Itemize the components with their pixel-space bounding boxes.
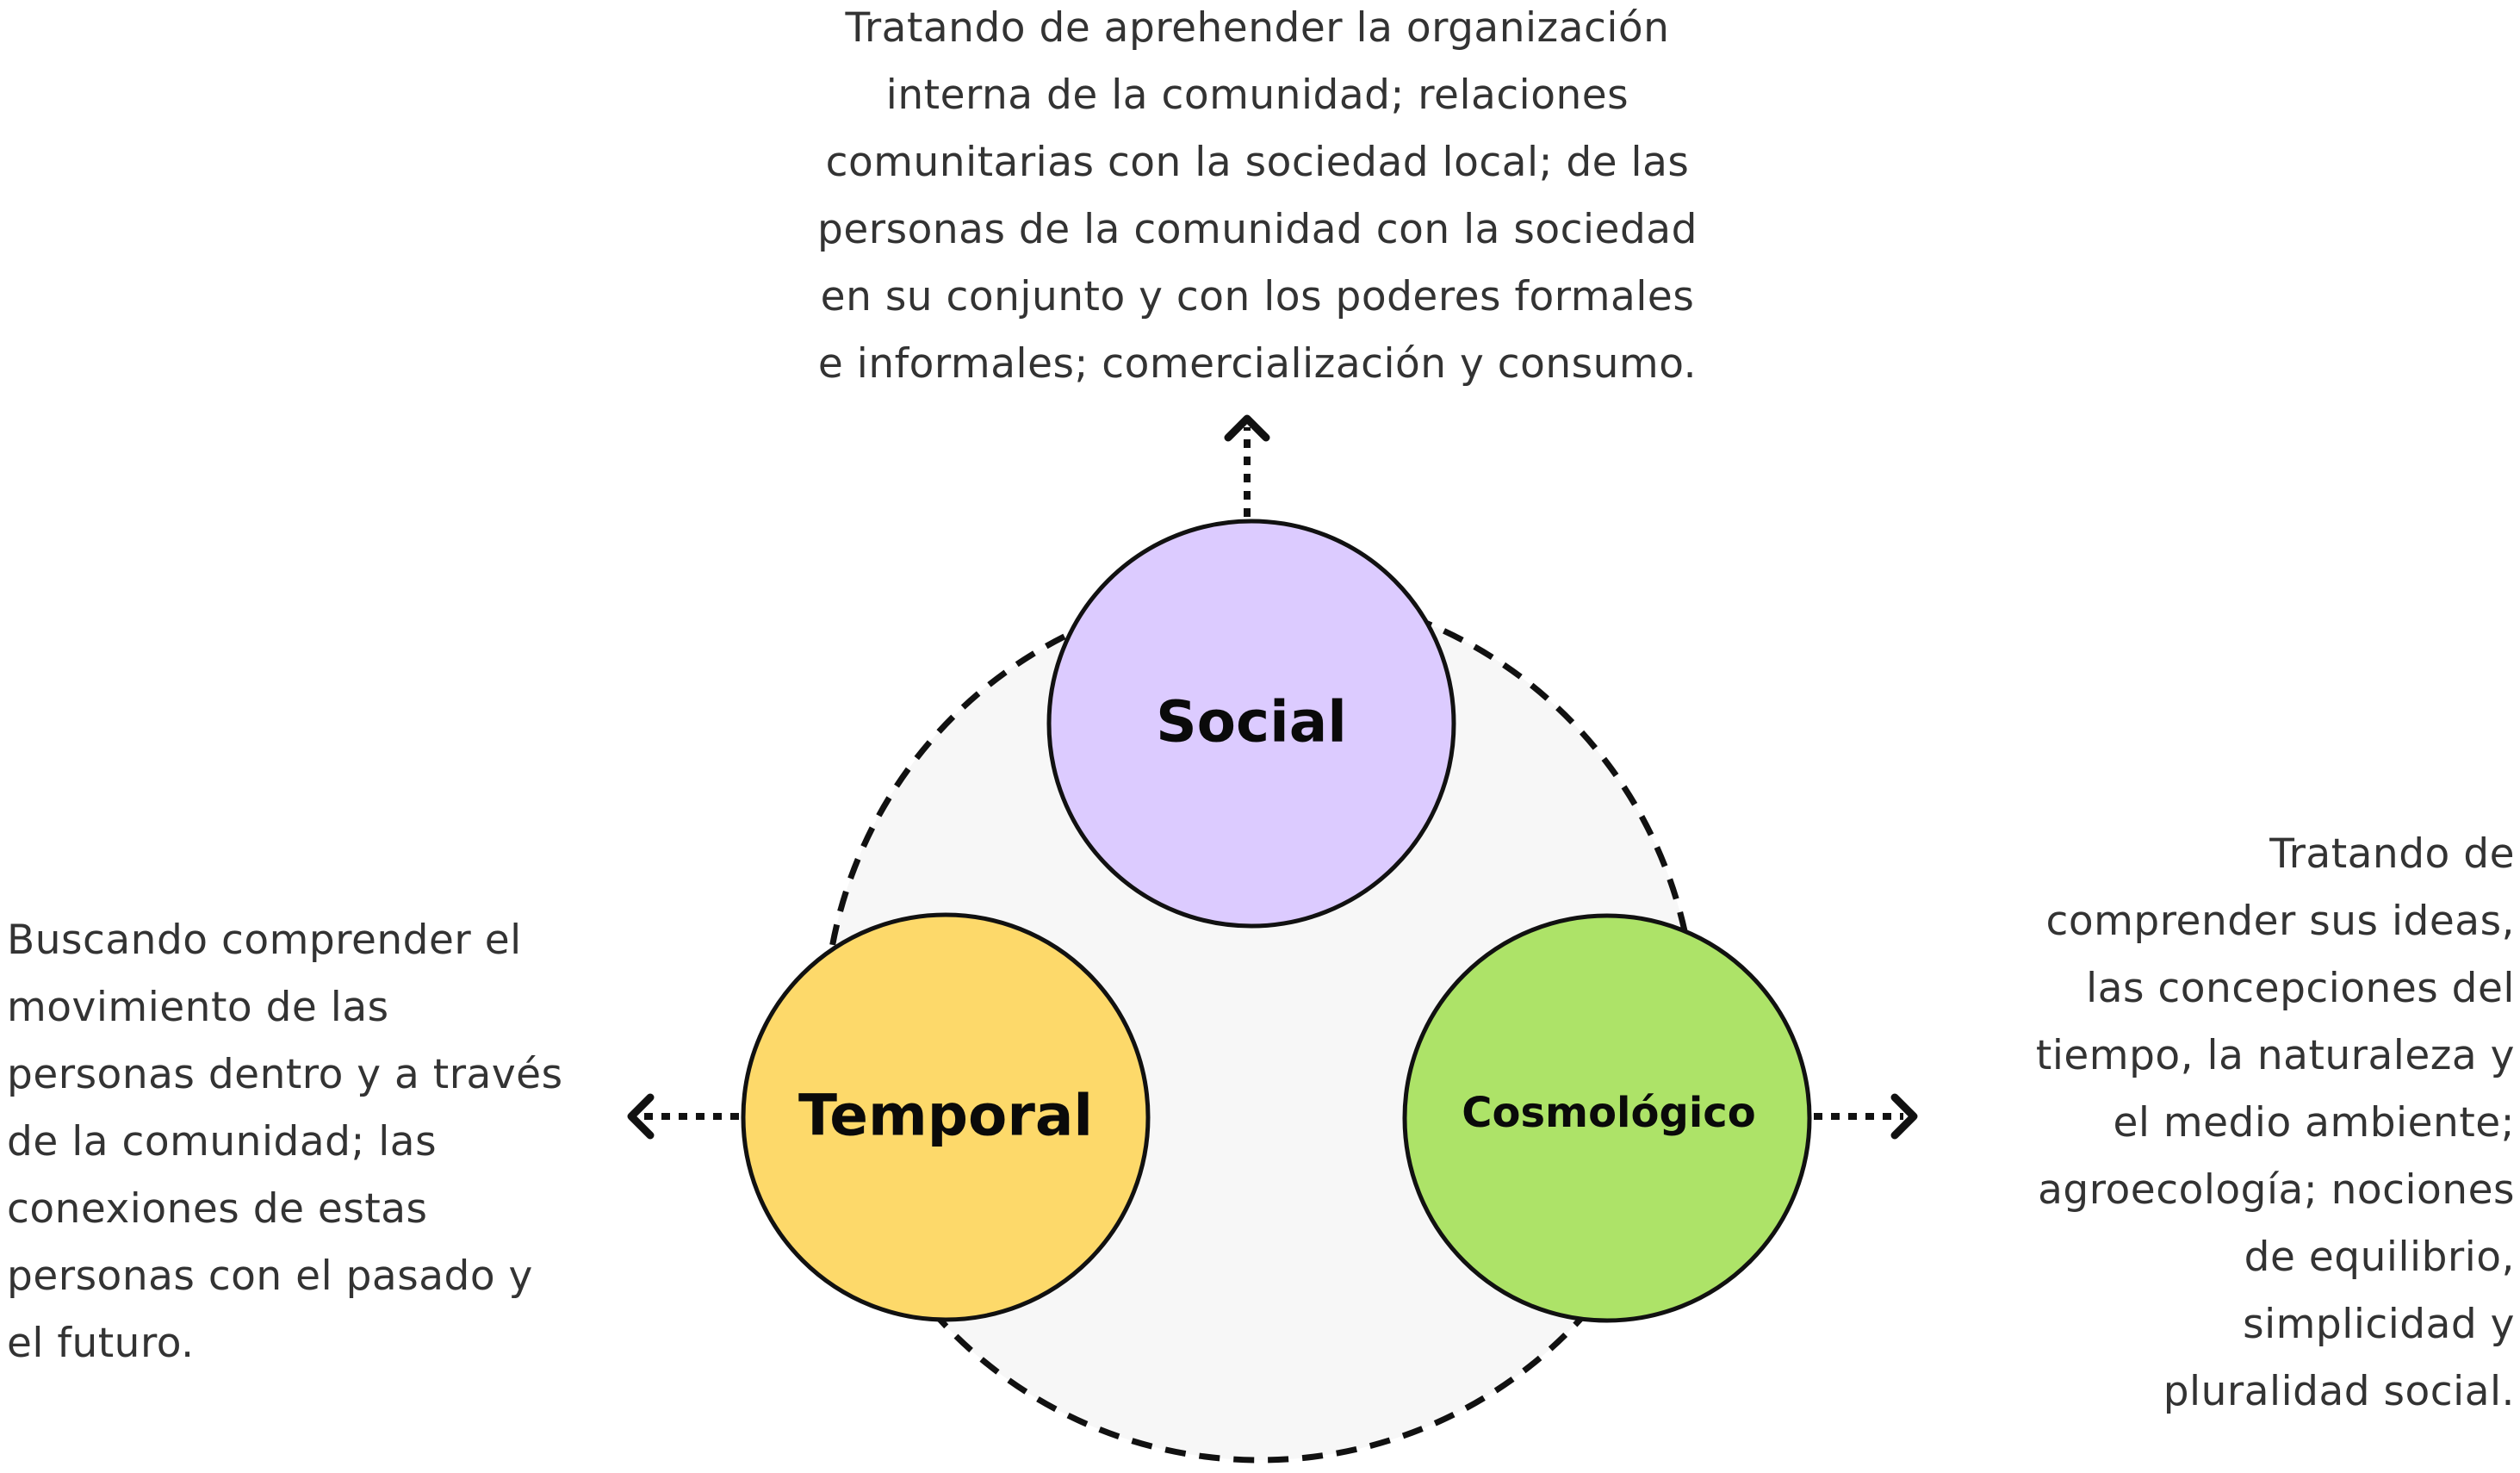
social-circle (1046, 519, 1456, 929)
cosmologico-circle (1402, 913, 1812, 1323)
social-label: Social (1156, 688, 1347, 755)
cosmologico-label: Cosmológico (1462, 1089, 1756, 1137)
social-description: Tratando de aprehender la organización i… (817, 4, 1698, 388)
temporal-label: Temporal (798, 1082, 1094, 1149)
cosmologico-description: Tratando de comprender sus ideas, las co… (2035, 830, 2515, 1415)
temporal-description: Buscando comprender el movimiento de las… (7, 917, 563, 1367)
temporal-circle (741, 912, 1151, 1322)
arrow-right (1814, 1093, 1918, 1140)
arrow-left (627, 1093, 739, 1140)
arrow-up (1224, 414, 1270, 517)
